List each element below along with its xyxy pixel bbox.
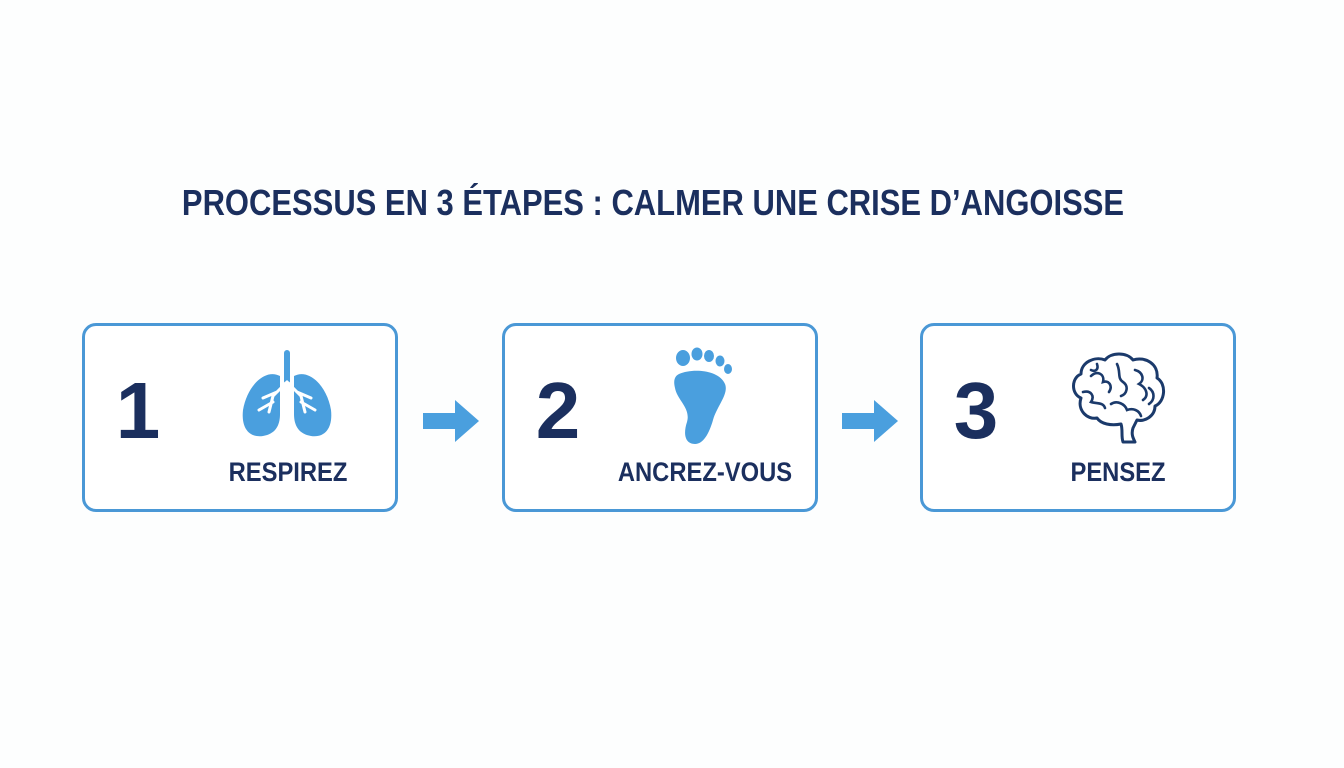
brain-icon <box>1061 346 1171 446</box>
step-label-2: ANCREZ-VOUS <box>617 457 793 487</box>
step-label-3: PENSEZ <box>1070 457 1166 487</box>
step-number-1: 1 <box>115 366 161 455</box>
step-card-2: 2 ANCREZ-VOUS <box>502 323 818 512</box>
lungs-icon <box>233 346 343 446</box>
arrow-right-icon <box>421 398 481 444</box>
step-number-2: 2 <box>535 366 581 455</box>
step-card-3: 3 PENSEZ <box>920 323 1236 512</box>
arrow-right-icon <box>840 398 900 444</box>
step-label-1: RESPIREZ <box>228 457 348 487</box>
footprint-icon <box>653 346 763 446</box>
step-number-3: 3 <box>953 366 999 455</box>
diagram-title: PROCESSUS EN 3 ÉTAPES : CALMER UNE CRISE… <box>181 182 1125 223</box>
step-card-1: 1 RESPIREZ <box>82 323 398 512</box>
